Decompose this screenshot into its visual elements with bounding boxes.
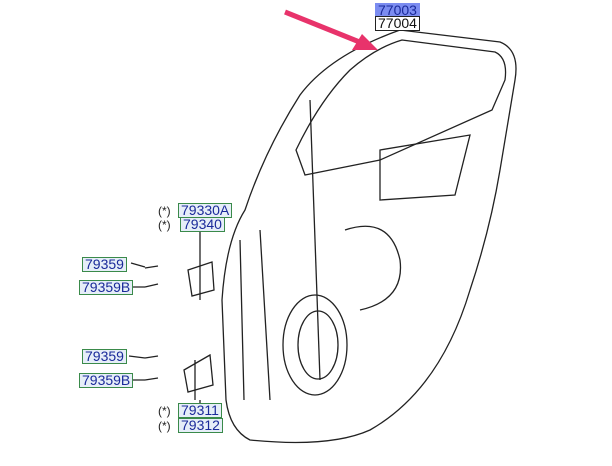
part-label-79359-lower[interactable]: 79359 [82, 349, 127, 364]
marker: (*) [158, 404, 171, 418]
part-label-79359-upper[interactable]: 79359 [82, 257, 127, 272]
marker: (*) [158, 204, 171, 218]
marker: (*) [158, 419, 171, 433]
pointer-arrow [284, 9, 363, 46]
part-label-79330A[interactable]: 79330A [178, 203, 233, 218]
window-frame [295, 39, 507, 176]
door-outline [221, 29, 517, 444]
part-label-79340[interactable]: 79340 [180, 217, 225, 232]
part-label-79312[interactable]: 79312 [178, 418, 223, 433]
marker: (*) [158, 218, 171, 232]
part-label-79359B-lower[interactable]: 79359B [79, 373, 134, 388]
pointer-arrowhead [352, 34, 378, 50]
part-label-77004[interactable]: 77004 [375, 16, 420, 31]
part-label-79311[interactable]: 79311 [178, 403, 222, 418]
part-label-79359B-upper[interactable]: 79359B [79, 280, 134, 295]
